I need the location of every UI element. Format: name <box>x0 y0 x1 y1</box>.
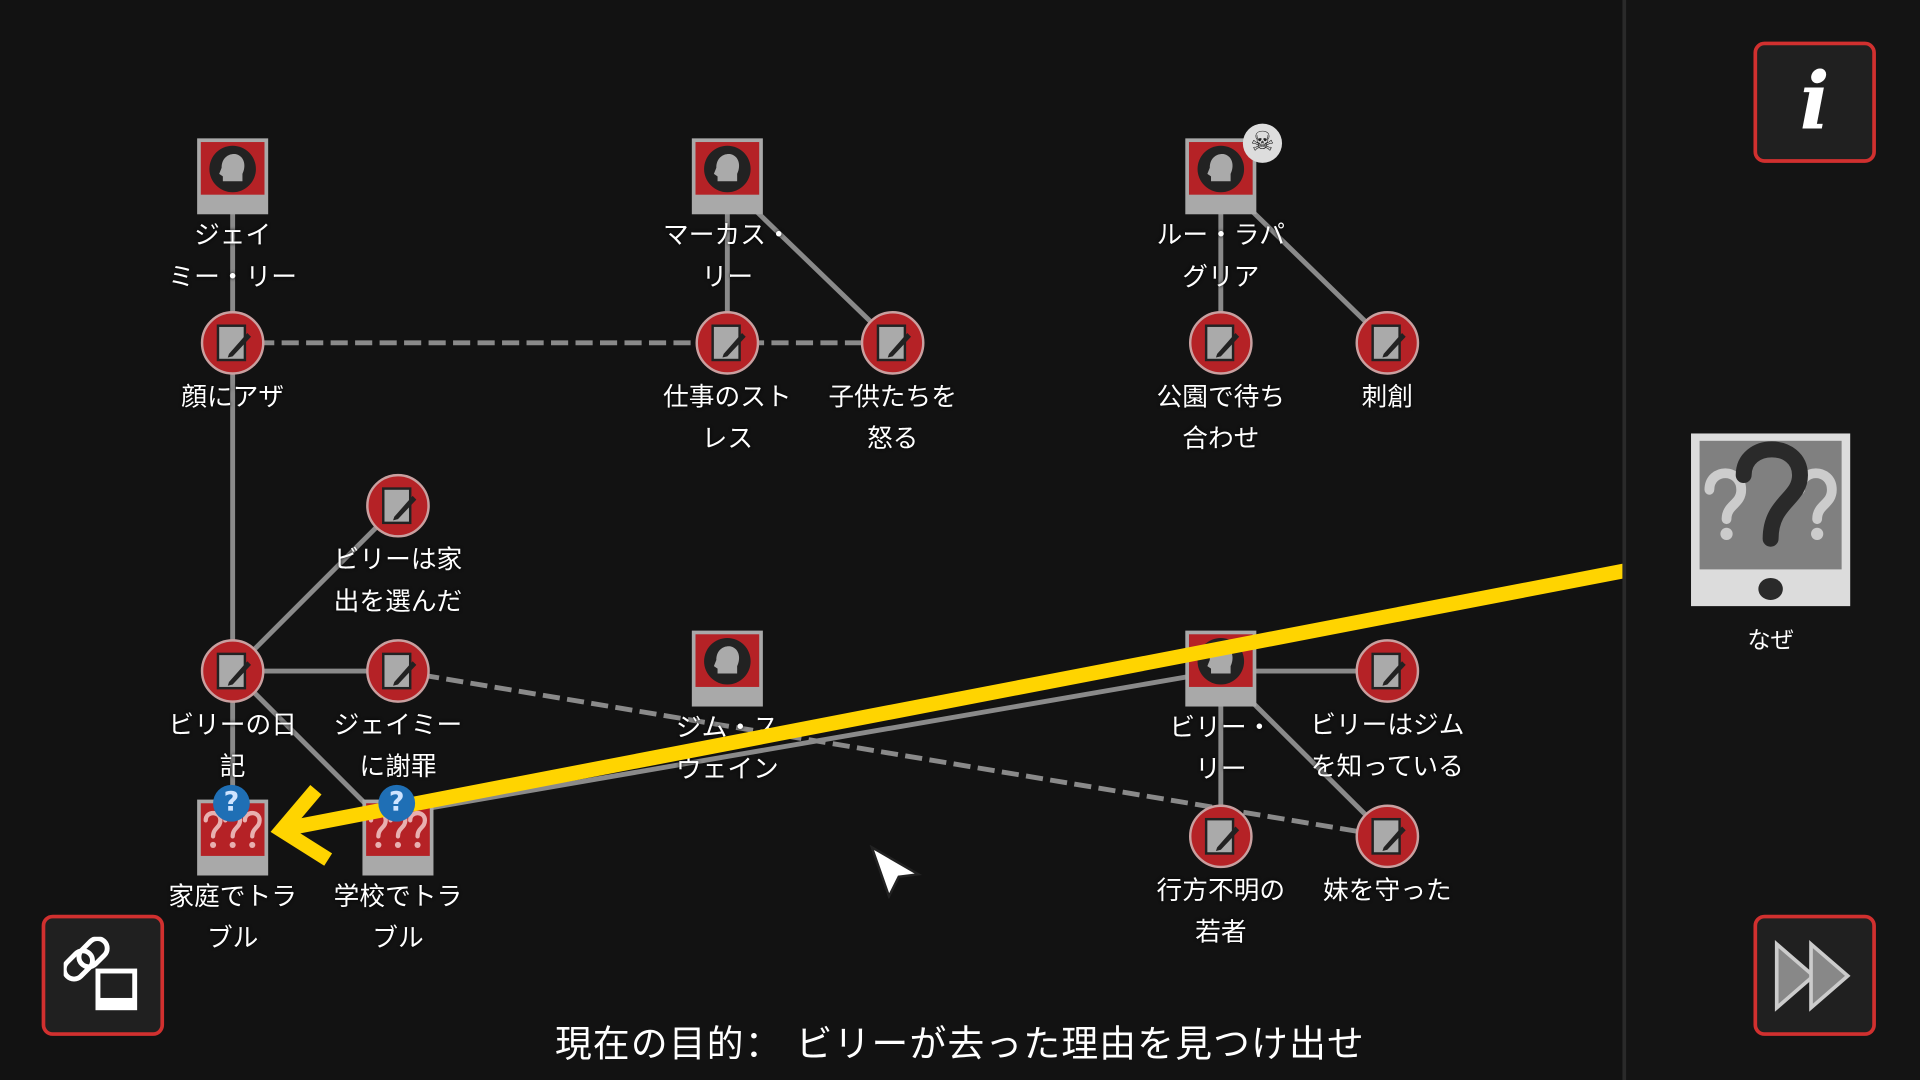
person-icon <box>1197 145 1245 192</box>
link-icon <box>63 936 138 1010</box>
person-card[interactable] <box>1185 630 1257 707</box>
person-icon <box>1197 637 1245 684</box>
fast-forward-button[interactable] <box>1753 914 1876 1036</box>
hint-badge-icon: ? <box>378 784 416 822</box>
question-marks-icon <box>1704 441 1837 547</box>
clue-note[interactable] <box>366 473 430 538</box>
node-label: ジェイ ミー・リー <box>168 220 297 292</box>
notepad-icon <box>876 324 912 362</box>
node-label: 子供たちを 怒る <box>828 382 957 454</box>
info-icon: i <box>1799 56 1830 149</box>
notepad-icon <box>382 652 417 690</box>
clue-note[interactable] <box>1355 311 1420 375</box>
person-card[interactable] <box>691 630 763 707</box>
clue-note[interactable] <box>1355 639 1420 703</box>
clue-note[interactable] <box>200 311 265 375</box>
clue-note[interactable] <box>200 639 265 703</box>
clue-note[interactable] <box>1355 804 1420 869</box>
why-card-label: なぜ <box>1747 626 1794 654</box>
node-label: ビリーはジム を知っている <box>1310 710 1465 782</box>
notepad-icon <box>1371 817 1406 855</box>
skull-icon: ☠ <box>1242 123 1283 163</box>
node-label: 公園で待ち 合わせ <box>1156 382 1286 454</box>
notepad-icon <box>1371 652 1406 690</box>
current-objective: 現在の目的： ビリーが去った理由を見つけ出せ <box>0 1014 1920 1068</box>
notepad-icon <box>216 324 252 362</box>
clue-note[interactable] <box>860 311 925 375</box>
node-label: ルー・ラパ グリア <box>1156 220 1285 292</box>
node-label: 顔にアザ <box>181 382 285 412</box>
node-label: マーカス・ リー <box>663 220 792 292</box>
info-button[interactable]: i <box>1753 41 1876 163</box>
person-card[interactable] <box>197 138 269 215</box>
clue-note[interactable] <box>695 311 760 375</box>
node-label: ビリー・ リー <box>1169 712 1273 784</box>
hint-badge-icon: ? <box>213 784 250 822</box>
node-label: 行方不明の 若者 <box>1156 875 1286 947</box>
node-label: 妹を守った <box>1323 875 1452 905</box>
notepad-icon <box>1204 817 1240 855</box>
clue-note[interactable] <box>1188 311 1253 375</box>
node-label: ビリーは家 出を選んだ <box>333 544 463 616</box>
notepad-icon <box>216 652 252 690</box>
node-label: 学校でトラ ブル <box>333 881 463 953</box>
fast-forward-icon <box>1774 939 1851 1012</box>
notepad-icon <box>711 324 746 362</box>
clue-note[interactable] <box>366 639 430 703</box>
objective-text: ビリーが去った理由を見つけ出せ <box>795 1023 1366 1067</box>
mouse-cursor-icon <box>869 844 923 904</box>
person-card[interactable] <box>691 138 763 215</box>
link-button[interactable] <box>41 914 165 1036</box>
notepad-icon <box>1371 324 1406 362</box>
notepad-icon <box>1204 324 1240 362</box>
person-icon <box>209 145 256 192</box>
person-icon <box>704 637 751 684</box>
person-icon <box>704 145 751 192</box>
why-card[interactable] <box>1691 433 1851 607</box>
node-label: 刺創 <box>1361 382 1414 412</box>
node-label: 仕事のスト レス <box>663 382 792 454</box>
node-label: 家庭でトラ ブル <box>168 881 297 953</box>
node-label: ビリーの日 記 <box>168 710 297 782</box>
objective-label: 現在の目的： <box>554 1023 783 1067</box>
node-label: ジム・ス ウェイン <box>675 712 779 784</box>
notepad-icon <box>382 487 417 525</box>
clue-note[interactable] <box>1188 804 1253 869</box>
node-label: ジェイミー に謝罪 <box>333 710 463 782</box>
